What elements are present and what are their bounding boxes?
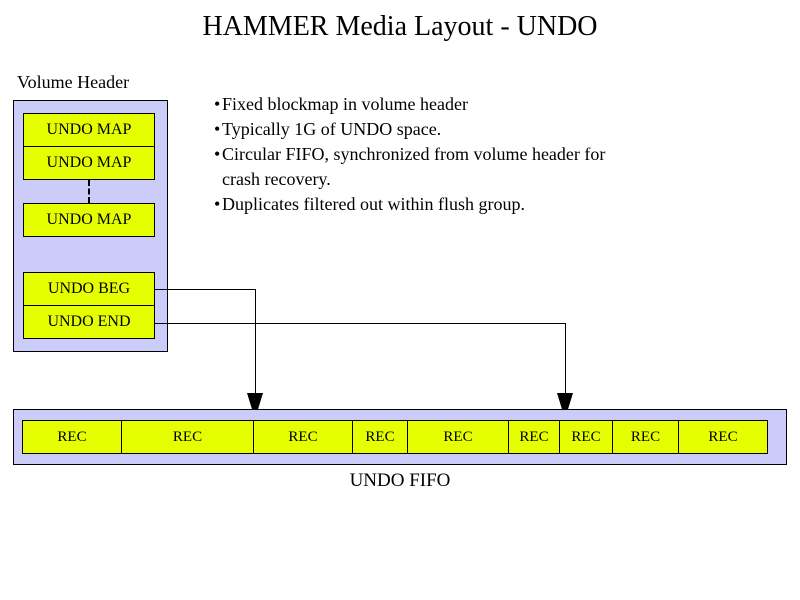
notes-list: •Fixed blockmap in volume header •Typica… (214, 92, 754, 217)
bullet-icon: • (214, 119, 221, 139)
note-text: Fixed blockmap in volume header (222, 94, 468, 114)
note-line: •crash recovery. (214, 167, 754, 192)
note-line: •Duplicates filtered out within flush gr… (214, 192, 754, 217)
rec-cell: REC (253, 420, 353, 454)
undo-fifo-panel: REC REC REC REC REC REC REC REC REC (13, 409, 787, 465)
note-text: crash recovery. (222, 169, 331, 189)
note-text: Typically 1G of UNDO space. (222, 119, 442, 139)
map-continuation-dashed-line (88, 180, 90, 203)
rec-cell: REC (508, 420, 560, 454)
page-title: HAMMER Media Layout - UNDO (202, 11, 598, 42)
rec-cell: REC (22, 420, 122, 454)
undo-beg-box: UNDO BEG (23, 272, 155, 306)
note-text: Circular FIFO, synchronized from volume … (222, 144, 606, 164)
undo-fifo-label: UNDO FIFO (349, 470, 451, 491)
bullet-icon: • (214, 194, 221, 214)
volume-header-panel: UNDO MAP UNDO MAP UNDO MAP UNDO BEG UNDO… (13, 100, 168, 352)
rec-cell: REC (559, 420, 613, 454)
undo-beg-connector-horizontal (155, 289, 256, 290)
undo-map-box: UNDO MAP (23, 203, 155, 237)
note-text: Duplicates filtered out within flush gro… (222, 194, 525, 214)
rec-cell: REC (612, 420, 679, 454)
note-line: •Typically 1G of UNDO space. (214, 117, 754, 142)
undo-end-connector-horizontal (155, 323, 566, 324)
bullet-icon: • (214, 144, 221, 164)
undo-map-box: UNDO MAP (23, 146, 155, 180)
rec-cell: REC (678, 420, 768, 454)
note-line: •Circular FIFO, synchronized from volume… (214, 142, 754, 167)
volume-header-label: Volume Header (17, 72, 130, 92)
note-line: •Fixed blockmap in volume header (214, 92, 754, 117)
rec-cell: REC (352, 420, 408, 454)
rec-cell: REC (121, 420, 254, 454)
undo-end-connector-vertical (565, 323, 566, 397)
rec-cell: REC (407, 420, 509, 454)
undo-end-box: UNDO END (23, 305, 155, 339)
undo-map-box: UNDO MAP (23, 113, 155, 147)
bullet-icon: • (214, 94, 221, 114)
fifo-cell-row: REC REC REC REC REC REC REC REC REC (22, 420, 768, 454)
undo-beg-connector-vertical (255, 289, 256, 397)
